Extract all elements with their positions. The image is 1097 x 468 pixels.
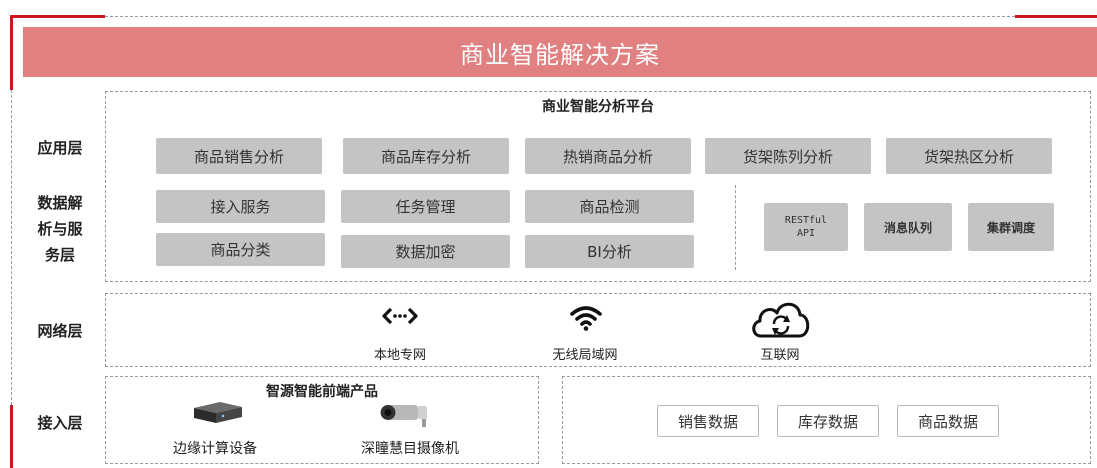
service-product-classification[interactable]: 商品分类 [156, 233, 325, 266]
service-product-detection[interactable]: 商品检测 [525, 190, 694, 223]
frame-top-dashed [105, 16, 1015, 17]
network-container [105, 293, 1091, 367]
service-data-encryption[interactable]: 数据加密 [341, 235, 510, 268]
network-label-local: 本地专网 [373, 348, 426, 363]
data-sources-container [562, 376, 1091, 464]
app-inventory-analysis[interactable]: 商品库存分析 [343, 138, 509, 174]
wifi-icon [570, 306, 602, 331]
cloud-sync-icon [752, 302, 810, 338]
layer-label-data-service: 数据解 析与服 务层 [20, 190, 100, 268]
title-banner: 商业智能解决方案 [23, 27, 1097, 77]
network-label-wlan: 无线局域网 [552, 348, 618, 363]
platform-container [105, 91, 1091, 282]
restful-api-line2: API [796, 228, 816, 239]
network-label-internet: 互联网 [760, 348, 800, 363]
data-inventory[interactable]: 库存数据 [777, 405, 879, 437]
restful-api-line1: RESTful [784, 215, 828, 226]
network-item-local: 本地专网 [345, 298, 455, 364]
platform-title: 商业智能分析平台 [542, 99, 654, 115]
network-item-wlan: 无线局域网 [525, 298, 645, 364]
edge-device-icon [194, 402, 242, 423]
service-bi-analysis[interactable]: BI分析 [525, 235, 694, 268]
frame-left-bottom-line [10, 405, 13, 468]
frontend-products-container [105, 376, 539, 464]
device-label-edge: 边缘计算设备 [173, 441, 257, 457]
layer-label-network: 网络层 [37, 322, 83, 340]
page-title: 商业智能解决方案 [460, 40, 660, 69]
frame-left-top-line [10, 15, 13, 90]
app-shelf-heatzone-analysis[interactable]: 货架热区分析 [886, 138, 1052, 174]
cluster-scheduling-box[interactable]: 集群调度 [968, 203, 1054, 251]
layer-label-access: 接入层 [37, 414, 83, 432]
message-queue-box[interactable]: 消息队列 [864, 203, 952, 251]
frame-top-right-line [1015, 15, 1097, 18]
layer-label-data-service-line: 析与服 [37, 220, 83, 238]
frame-top-left-line [10, 15, 105, 18]
camera-icon [380, 405, 427, 427]
app-shelf-display-analysis[interactable]: 货架陈列分析 [705, 138, 871, 174]
layer-label-data-service-line: 务层 [44, 246, 75, 264]
data-product[interactable]: 商品数据 [897, 405, 999, 437]
service-access[interactable]: 接入服务 [156, 190, 325, 223]
frame-left-dashed [11, 90, 12, 405]
app-sales-analysis[interactable]: 商品销售分析 [156, 138, 322, 174]
code-arrows-icon [382, 307, 418, 325]
service-task-management[interactable]: 任务管理 [341, 190, 510, 223]
data-sales[interactable]: 销售数据 [657, 405, 759, 437]
layer-label-data-service-line: 数据解 [37, 194, 83, 212]
frontend-products-title: 智源智能前端产品 [266, 384, 378, 400]
restful-api-box[interactable]: RESTful API [764, 203, 848, 251]
network-item-internet: 互联网 [725, 296, 835, 366]
app-hot-sales-analysis[interactable]: 热销商品分析 [525, 138, 691, 174]
layer-label-app: 应用层 [37, 139, 83, 157]
service-divider [735, 185, 736, 270]
device-label-camera: 深瞳慧目摄像机 [361, 441, 459, 457]
